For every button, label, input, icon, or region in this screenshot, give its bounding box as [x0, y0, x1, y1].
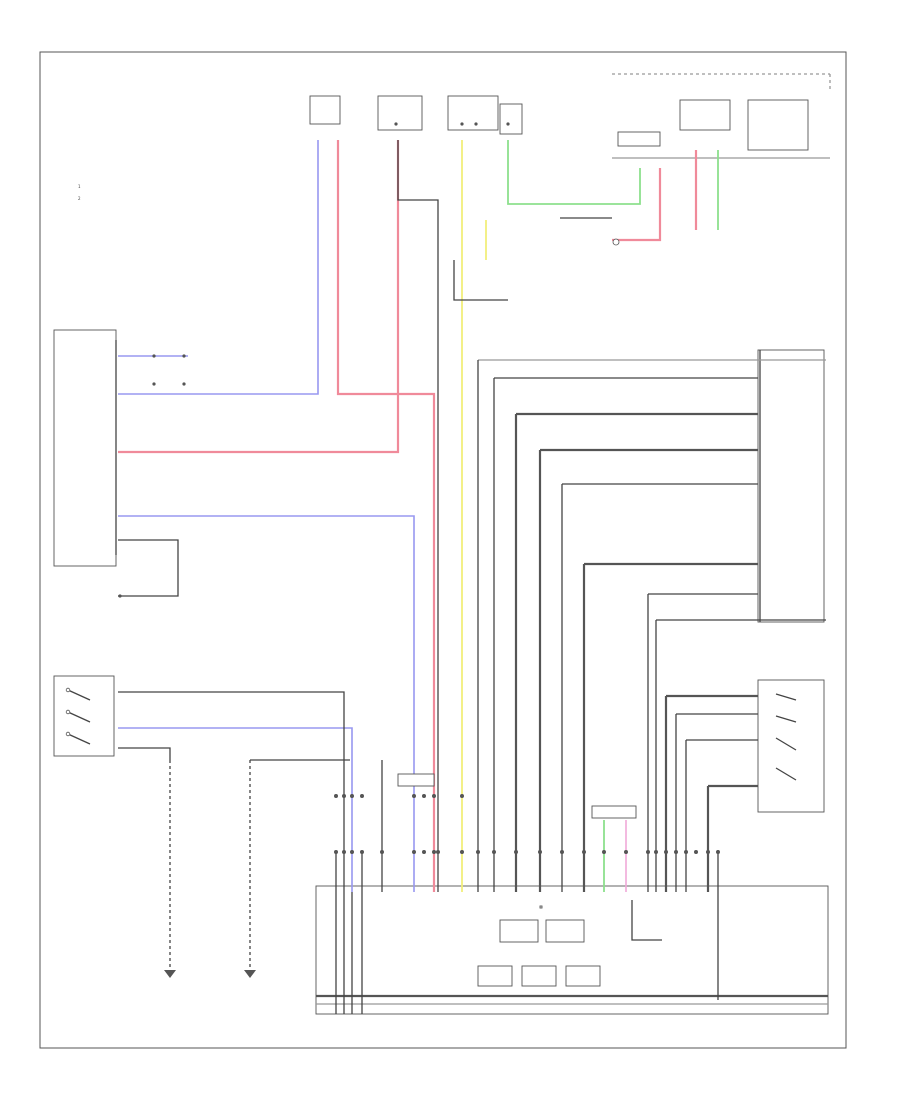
brake-lamp — [560, 217, 620, 246]
wire-black-3 — [118, 539, 179, 597]
shift-switch-body — [53, 675, 115, 757]
connector-row — [334, 794, 720, 854]
shift-switch — [53, 675, 115, 757]
wire-black-2 — [453, 260, 508, 301]
wire-right-11 — [685, 739, 758, 892]
wire-blue-2 — [118, 515, 415, 892]
fuse-2 — [377, 95, 423, 131]
wire-red-3 — [612, 168, 662, 242]
plug-1 — [397, 773, 435, 787]
module-internal — [631, 900, 662, 941]
legend-marker-2: 2 — [78, 196, 81, 201]
right-connector — [757, 349, 825, 623]
module-sub-4 — [521, 965, 557, 987]
module-sub-3 — [477, 965, 513, 987]
wire-blue-1 — [118, 140, 319, 395]
left-connector-body — [53, 329, 117, 567]
connector-plugs — [397, 773, 637, 909]
left-connector — [53, 329, 117, 567]
grounds — [164, 759, 350, 978]
wire-red-2 — [118, 140, 400, 454]
wire-right-8 — [655, 619, 826, 892]
relay-box — [679, 99, 731, 131]
right-lower-switch — [757, 679, 825, 813]
wire-right-4 — [538, 448, 758, 892]
fuse-3 — [447, 95, 499, 131]
wire-black-1 — [397, 140, 439, 892]
module-bus — [335, 852, 363, 1014]
fuse-4 — [499, 103, 523, 135]
wire-right-3 — [514, 412, 758, 892]
ground-left-icon — [164, 970, 176, 978]
main-module-body — [315, 885, 829, 1015]
wire-black-5 — [118, 747, 171, 760]
wire-right-6 — [582, 562, 758, 892]
plug-2 — [591, 805, 637, 819]
diagram-frame — [39, 51, 847, 1049]
top-right-unit — [612, 73, 831, 159]
ground-right-icon — [244, 970, 256, 978]
wire-right-10 — [675, 713, 758, 892]
left-pin-markers — [118, 354, 186, 598]
wire-blue-3 — [118, 727, 353, 892]
control-box — [747, 99, 809, 151]
wire-red-1 — [336, 140, 436, 892]
module-sub-5 — [565, 965, 601, 987]
module-sub-2 — [545, 919, 585, 943]
fuse-box-right — [617, 131, 661, 147]
right-lower-switch-body — [757, 679, 825, 813]
right-connector-body — [757, 349, 825, 623]
top-fuses — [309, 95, 523, 135]
main-module — [315, 885, 829, 1015]
wire-right-12 — [706, 784, 758, 892]
wire-black-4 — [118, 691, 345, 892]
wire-green-1 — [507, 140, 641, 205]
legend: 1 2 — [78, 184, 81, 201]
wire-right-5 — [561, 483, 758, 892]
wire-right-9 — [664, 694, 758, 892]
module-sub-1 — [499, 919, 539, 943]
wire-right-7 — [647, 593, 758, 892]
wire-right-2 — [493, 377, 758, 892]
legend-marker-1: 1 — [78, 184, 81, 189]
fuse-1 — [309, 95, 341, 125]
